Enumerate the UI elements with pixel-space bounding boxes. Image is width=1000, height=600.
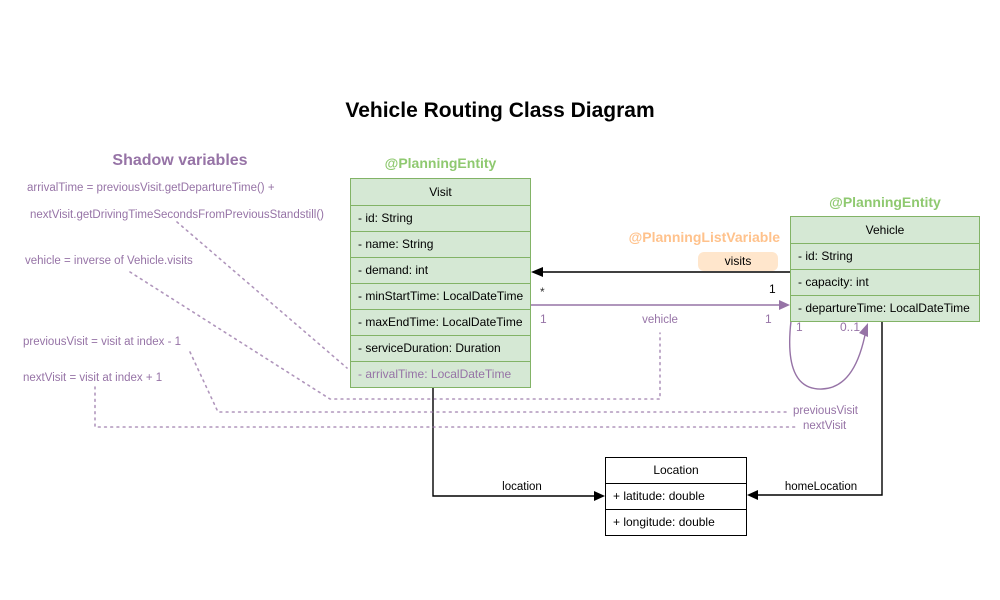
location-class: Location + latitude: double + longitude:… bbox=[605, 457, 747, 536]
vehicle-attribute: - departureTime: LocalDateTime bbox=[791, 295, 979, 321]
vehicle-planning-entity-annotation: @PlanningEntity bbox=[829, 194, 941, 210]
vehicle-attribute: - capacity: int bbox=[791, 269, 979, 295]
leader-arrivaltime-dotted-line bbox=[176, 221, 348, 369]
visit-class: Visit - id: String - name: String - dema… bbox=[350, 178, 531, 388]
planning-list-variable-annotation: @PlanningListVariable bbox=[628, 229, 780, 245]
shadow-line-arrivaltime: arrivalTime = previousVisit.getDeparture… bbox=[27, 182, 275, 194]
vehicle-self-loop-arrowhead-icon bbox=[859, 323, 868, 337]
vehicle-ref-label: vehicle bbox=[642, 314, 678, 326]
visit-attribute: - minStartTime: LocalDateTime bbox=[351, 283, 530, 309]
visit-shadow-attribute: - arrivalTime: LocalDateTime bbox=[351, 361, 530, 387]
visits-label-badge: visits bbox=[698, 252, 778, 271]
location-attribute: + latitude: double bbox=[606, 483, 746, 509]
visit-planning-entity-annotation: @PlanningEntity bbox=[384, 155, 497, 171]
leader-previousvisit-dotted-line bbox=[189, 351, 789, 413]
page-title: Vehicle Routing Class Diagram bbox=[345, 99, 655, 122]
vehicle-arrowhead-icon bbox=[779, 300, 790, 310]
home-location-association-line bbox=[757, 321, 883, 496]
location-association-line bbox=[432, 387, 595, 497]
vehicle-attribute: - id: String bbox=[791, 243, 979, 269]
shadow-line-arrivaltime-cont: nextVisit.getDrivingTimeSecondsFromPrevi… bbox=[30, 209, 324, 221]
shadow-line-nextvisit: nextVisit = visit at index + 1 bbox=[23, 372, 163, 384]
visits-multiplicity-one: 1 bbox=[769, 282, 776, 296]
location-class-name: Location bbox=[653, 463, 699, 477]
previousvisit-label: previousVisit bbox=[793, 405, 858, 417]
vehicle-self-loop-line bbox=[789, 320, 867, 390]
vehicle-class-name: Vehicle bbox=[865, 223, 905, 237]
home-location-arrowhead-icon bbox=[747, 490, 758, 500]
visit-attribute: - name: String bbox=[351, 231, 530, 257]
location-attribute: + longitude: double bbox=[606, 509, 746, 535]
visit-attribute: - maxEndTime: LocalDateTime bbox=[351, 309, 530, 335]
self-loop-multiplicity-one: 1 bbox=[796, 320, 803, 334]
visits-multiplicity-star: * bbox=[540, 285, 545, 299]
vehicle-ref-multiplicity-right: 1 bbox=[765, 312, 772, 326]
visit-attribute: - demand: int bbox=[351, 257, 530, 283]
vehicle-ref-multiplicity-left: 1 bbox=[540, 312, 547, 326]
visit-class-name: Visit bbox=[429, 185, 452, 199]
shadow-variables-heading: Shadow variables bbox=[112, 152, 248, 169]
location-ref-label: location bbox=[502, 481, 542, 493]
shadow-line-previousvisit: previousVisit = visit at index - 1 bbox=[23, 336, 181, 348]
shadow-line-vehicle-inverse: vehicle = inverse of Vehicle.visits bbox=[25, 255, 193, 267]
leader-nextvisit-dotted-line bbox=[94, 386, 799, 428]
visit-attribute: - id: String bbox=[351, 205, 530, 231]
vehicle-class: Vehicle - id: String - capacity: int - d… bbox=[790, 216, 980, 322]
visits-arrowhead-icon bbox=[531, 267, 543, 277]
self-loop-multiplicity-zero-one: 0..1 bbox=[840, 320, 861, 334]
nextvisit-label: nextVisit bbox=[803, 420, 847, 432]
leader-vehicle-inverse-dotted-line bbox=[129, 271, 661, 400]
location-arrowhead-icon bbox=[594, 491, 605, 501]
home-location-ref-label: homeLocation bbox=[784, 481, 858, 493]
visit-attribute: - serviceDuration: Duration bbox=[351, 335, 530, 361]
